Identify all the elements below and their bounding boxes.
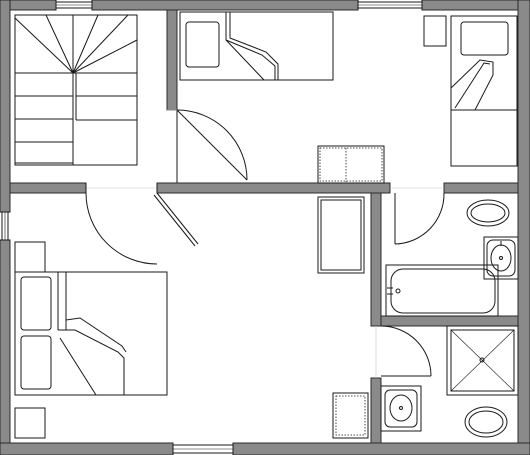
wall-interior-bath-divider [380,315,519,327]
washbasin-lower [380,385,422,432]
window-top-left [55,0,93,10]
pillow [20,335,52,390]
dresser-top [317,145,385,184]
window-left [0,211,10,241]
pillow [185,21,220,68]
bathtub [385,264,499,317]
wall-interior-stair [166,9,178,111]
door-lower-bedroom-left [85,183,158,265]
nightstand-top-right [423,15,447,47]
toilet-lower [464,406,508,438]
window-top-right [357,0,423,10]
double-bed-lower [14,271,168,396]
wall-exterior-bottom-1 [0,442,174,455]
wall-exterior-right [517,0,530,455]
nightstand-lower-top [14,241,46,273]
wall-interior-middle-2 [156,182,391,194]
door-bathroom-upper [390,187,445,245]
pillow [20,276,52,331]
wall-exterior-top-3 [421,0,530,11]
wall-exterior-bottom-2 [232,442,530,455]
windows [0,0,423,455]
wall-interior-bath-2 [370,377,382,444]
shower [446,325,519,396]
double-bed-top [179,11,334,81]
wall-interior-bath-1 [370,192,382,327]
toilet-upper [466,199,510,227]
nightstand-lower-bottom [14,407,46,439]
door-lower-bedroom-right [153,183,199,247]
wall-exterior-top-2 [91,0,359,11]
dresser-lower [332,392,369,439]
wall-exterior-left-2 [0,239,11,455]
wardrobe [317,196,365,274]
pillow [460,21,509,56]
door-top-bedroom [167,109,248,183]
washbasin-upper [483,236,519,280]
wall-interior-middle-3 [443,182,519,194]
single-bed-right [450,15,518,167]
staircase [14,14,138,166]
wall-interior-middle-1 [9,182,87,194]
door-bathroom-lower [375,325,432,378]
wall-exterior-left-1 [0,0,11,213]
window-bottom [172,443,234,455]
doors [85,109,445,378]
